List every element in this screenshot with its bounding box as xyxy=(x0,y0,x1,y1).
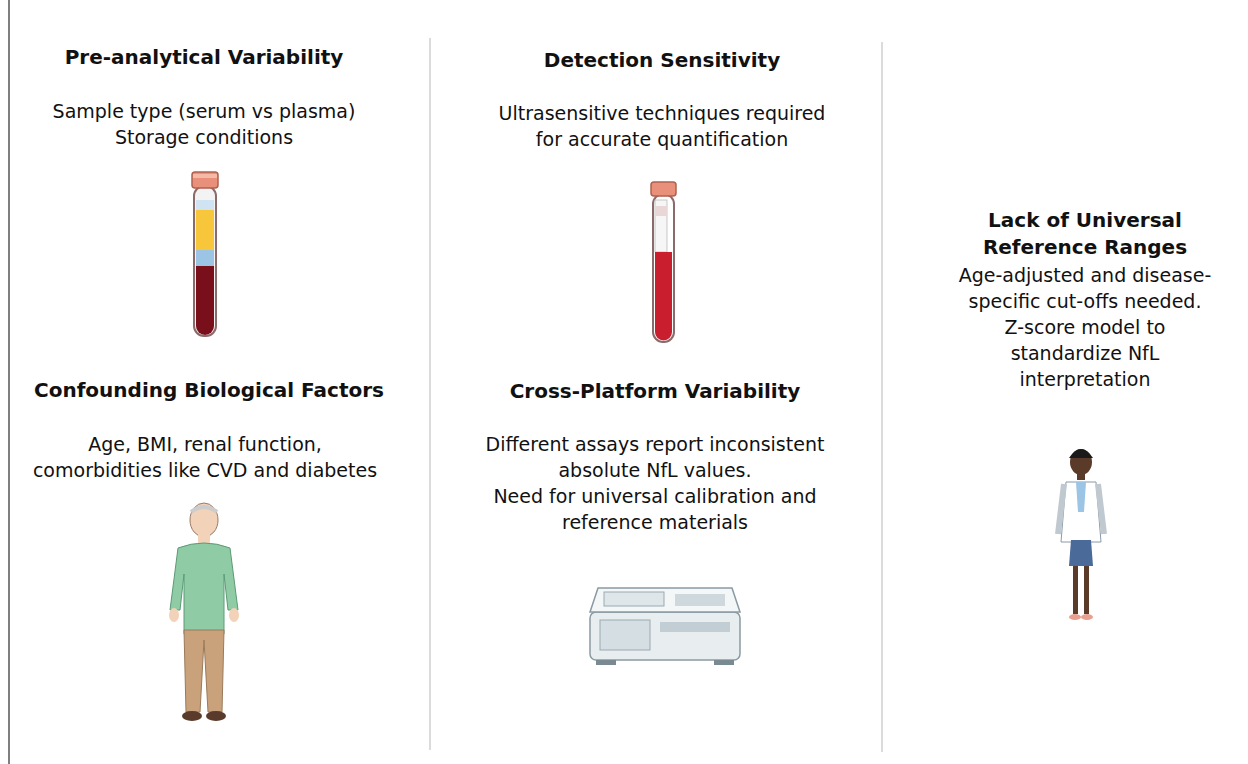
divider xyxy=(429,38,431,750)
body-text: Different assays report inconsistent abs… xyxy=(469,431,841,483)
section-heading: Detection Sensitivity xyxy=(462,47,862,74)
frame-line xyxy=(8,0,10,764)
body-text: Storage conditions xyxy=(4,124,404,150)
section-heading: Pre-analytical Variability xyxy=(4,44,404,71)
divider xyxy=(881,42,883,752)
body-text: Sample type (serum vs plasma) xyxy=(4,98,404,124)
blood-tube-separated xyxy=(192,172,218,336)
section-heading: Cross-Platform Variability xyxy=(445,378,865,405)
section-heading: Confounding Biological Factors xyxy=(4,377,414,404)
body-text: Age-adjusted and disease-specific cut-of… xyxy=(940,262,1230,314)
assay-instrument xyxy=(590,588,740,665)
body-text: Ultrasensitive techniques required for a… xyxy=(487,100,837,152)
blood-tube xyxy=(651,182,676,342)
body-text: Need for universal calibration and refer… xyxy=(474,483,836,535)
section-heading: Lack of Universal Reference Ranges xyxy=(950,207,1220,261)
body-text: Age, BMI, renal function, comorbidities … xyxy=(28,431,383,483)
elderly-man xyxy=(169,503,239,721)
doctor xyxy=(1058,449,1104,620)
body-text: Z-score model to standardize NfL interpr… xyxy=(993,314,1178,392)
